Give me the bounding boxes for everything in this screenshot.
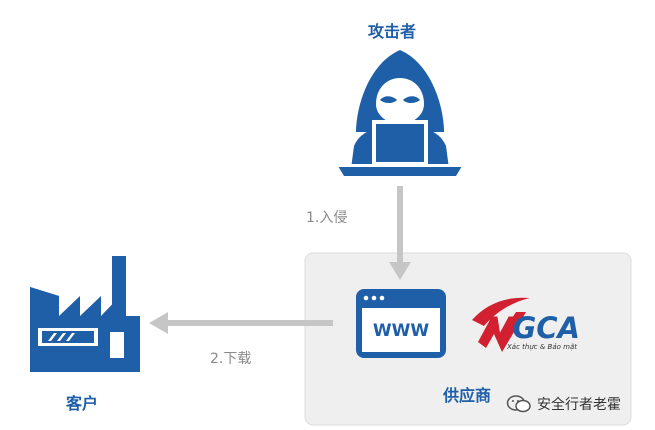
factory-icon xyxy=(30,256,140,372)
logo-wordmark: VGCA xyxy=(490,311,580,345)
intrusion-step-label: 1.入侵 xyxy=(306,210,348,226)
watermark: 安全行者老霍 xyxy=(506,394,621,414)
supplier-label: 供应商 xyxy=(443,386,492,405)
download-arrow xyxy=(149,312,333,334)
customer-label: 客户 xyxy=(66,394,99,413)
download-step-label: 2.下载 xyxy=(210,351,252,367)
vgca-logo: VGCA Xác thực & Bảo mật xyxy=(472,297,580,352)
wechat-icon xyxy=(506,395,531,413)
intrusion-arrow xyxy=(389,186,411,280)
browser-www-icon: WWW xyxy=(356,289,446,358)
logo-tagline: Xác thực & Bảo mật xyxy=(506,343,577,351)
hacker-icon xyxy=(338,50,462,176)
attacker-label: 攻击者 xyxy=(368,22,417,41)
watermark-text: 安全行者老霍 xyxy=(537,397,621,413)
www-text: WWW xyxy=(373,321,430,341)
